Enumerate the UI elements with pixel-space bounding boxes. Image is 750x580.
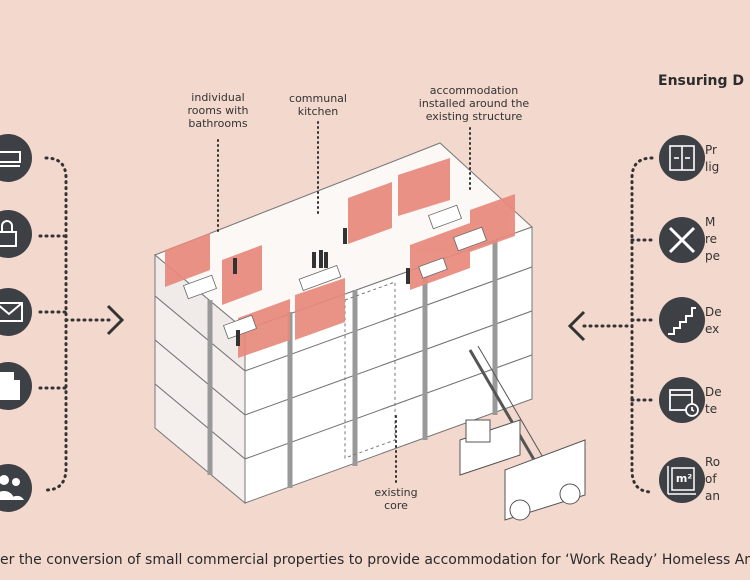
label-core: existing core [374,486,418,512]
arrow-left-icon [567,310,586,342]
caption: er the conversion of small commercial pr… [0,552,750,568]
cross-icon [668,226,696,254]
label-kitchen: communal kitchen [289,92,347,118]
right-icon-column [659,135,705,503]
area-m2-icon [667,466,696,495]
building [154,142,586,521]
label-accommodation: accommodation installed around the exist… [418,84,530,123]
right-item-2: M re pe [705,215,720,263]
office-building-icon [0,372,20,400]
label-rooms: individual rooms with bathrooms [187,91,249,130]
window-icon [669,145,695,171]
right-panel-heading: Ensuring D [658,73,745,89]
area-m2-icon-label: m² [675,472,693,485]
crane [459,345,586,521]
right-item-4: De te [705,385,722,416]
bed-icon [0,151,21,167]
left-icon-column [0,134,125,512]
right-item-3: De ex [705,305,722,336]
calendar-clock-icon [669,389,699,417]
people-icon [0,475,24,500]
arrow-right-icon [106,304,125,336]
stairs-icon [668,307,696,335]
envelope-icon [0,302,23,322]
padlock-icon [0,220,17,247]
right-item-5: Ro of an [705,455,721,503]
right-item-1: Pr lig [705,143,720,174]
